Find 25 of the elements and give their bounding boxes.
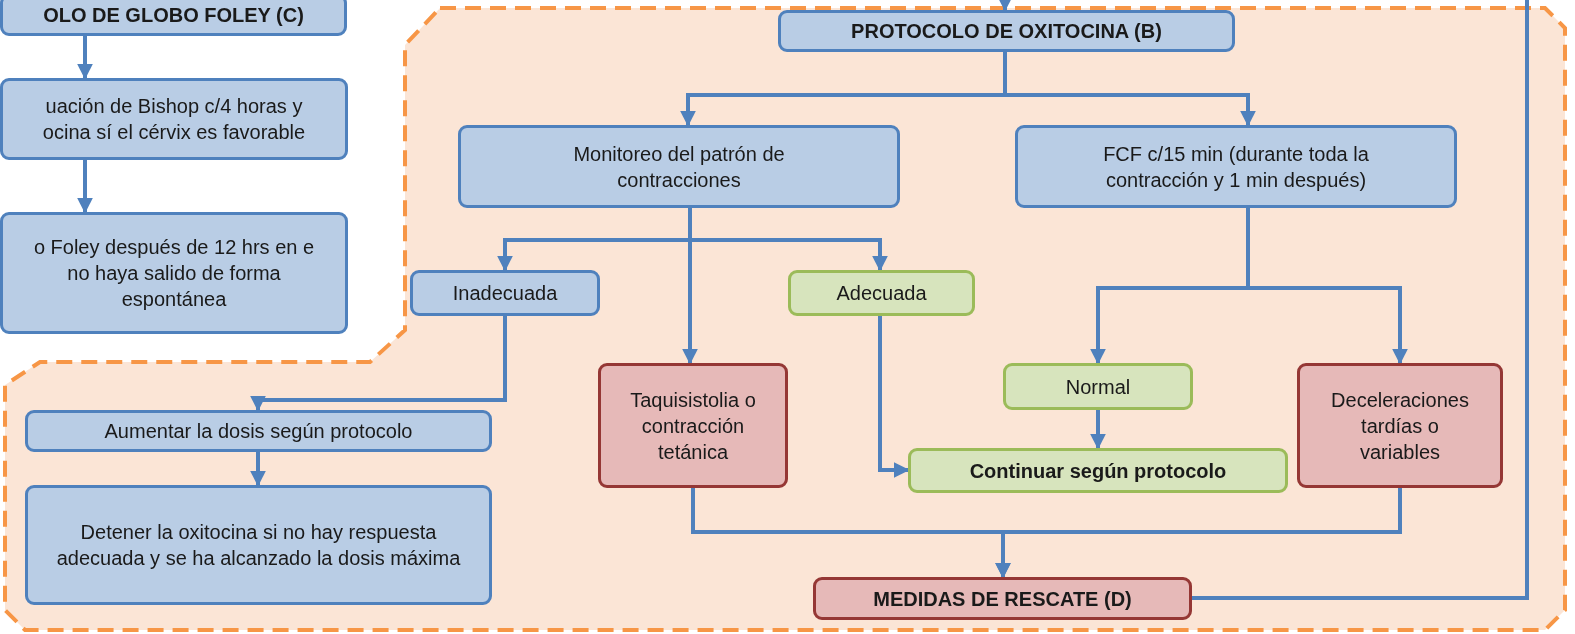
process-box: PROTOCOLO DE OXITOCINA (B) xyxy=(778,10,1235,52)
process-box: Monitoreo del patrón de contracciones xyxy=(458,125,900,208)
connector-line xyxy=(1192,0,1529,600)
process-box: Inadecuada xyxy=(410,270,600,316)
process-box: o Foley después de 12 hrs en e no haya salido de forma espontánea xyxy=(0,212,348,334)
process-box: Adecuada xyxy=(788,270,975,316)
process-box: Aumentar la dosis según protocolo xyxy=(25,410,492,452)
arrow xyxy=(77,36,93,80)
process-box: uación de Bishop c/4 horas y ocina sí el cérvix es favorable xyxy=(0,78,348,160)
process-box: Taquisistolia o contracción tetánica xyxy=(598,363,788,488)
arrow xyxy=(250,452,266,487)
arrow xyxy=(1003,52,1256,127)
process-box: MEDIDAS DE RESCATE (D) xyxy=(813,577,1192,620)
process-box: Continuar según protocolo xyxy=(908,448,1288,493)
arrow xyxy=(1090,410,1106,450)
arrow xyxy=(77,160,93,214)
arrow xyxy=(878,316,910,478)
arrow xyxy=(682,208,698,365)
process-box: FCF c/15 min (durante toda la contracción y 1 min después) xyxy=(1015,125,1457,208)
process-box: Detener la oxitocina si no hay respuesta adecuada y se ha alcanzado la dosis máxima xyxy=(25,485,492,605)
arrow xyxy=(997,0,1013,12)
arrow xyxy=(250,316,507,412)
process-box: Deceleraciones tardías o variables xyxy=(1297,363,1503,488)
process-box: OLO DE GLOBO FOLEY (C) xyxy=(0,0,347,36)
process-box: Normal xyxy=(1003,363,1193,410)
